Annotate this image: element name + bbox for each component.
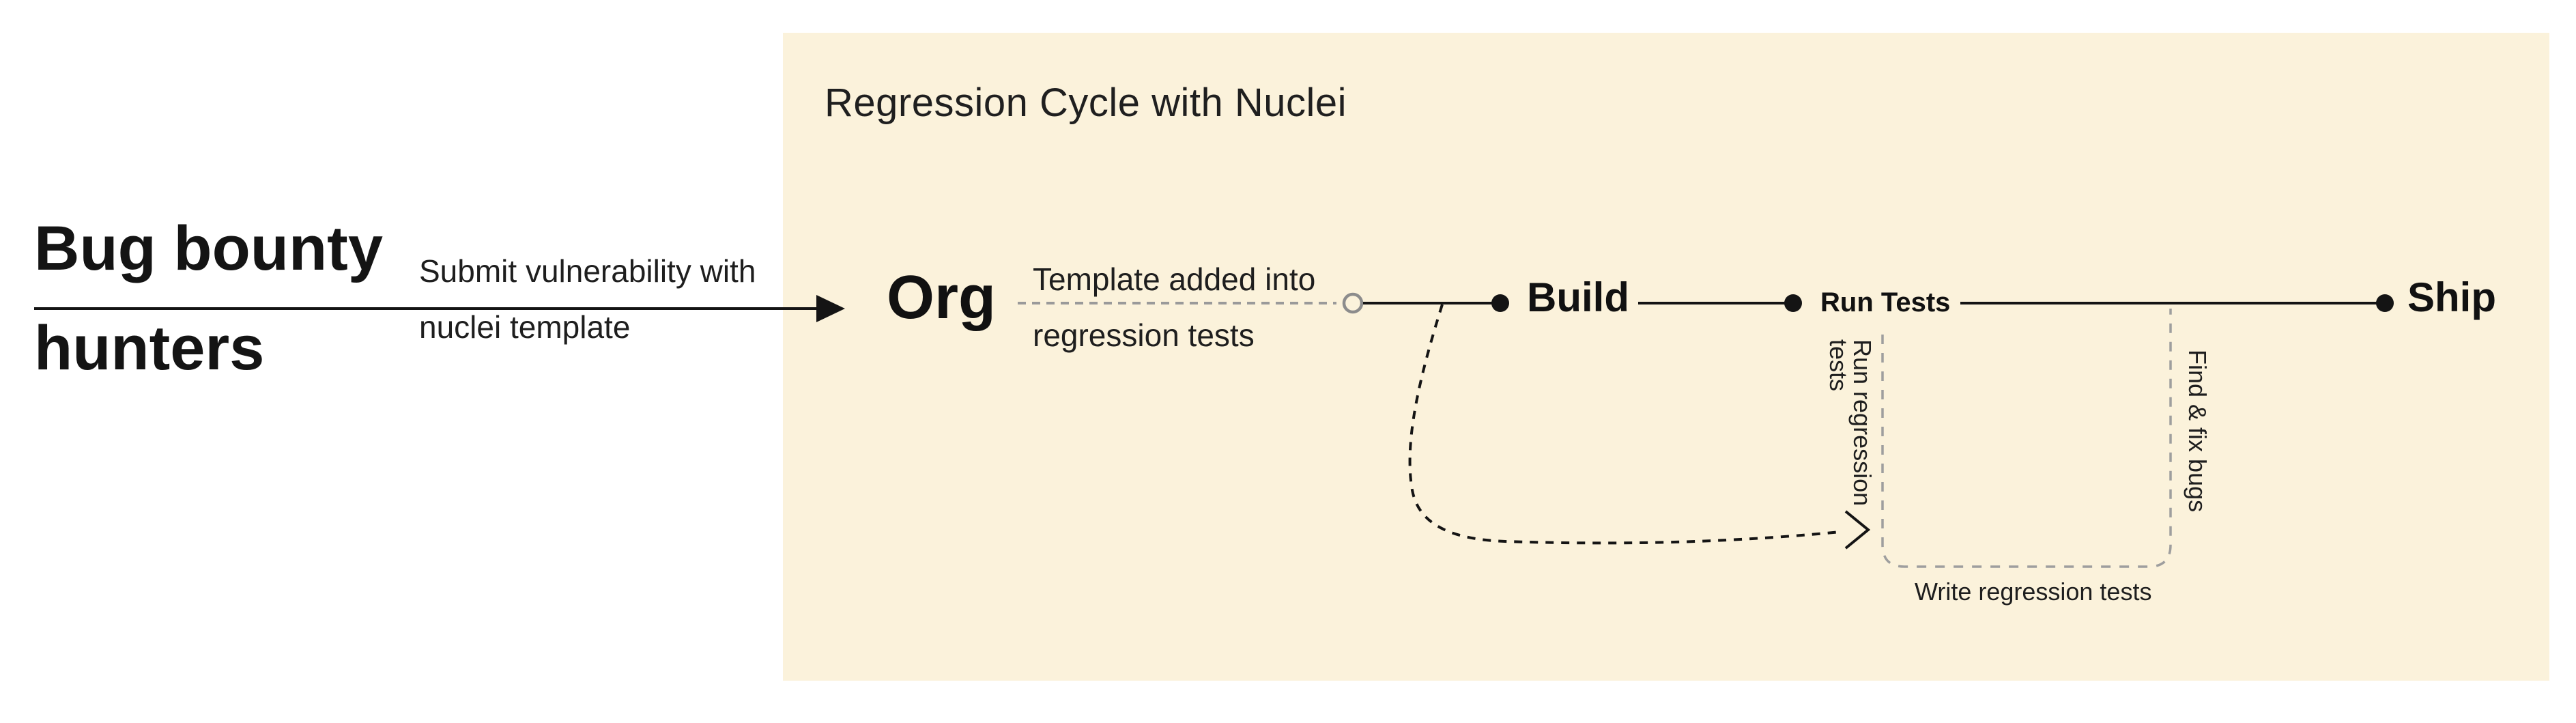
regression-cycle-panel xyxy=(783,33,2549,681)
feedback-arrowhead xyxy=(1844,510,1871,550)
node-label-ship: Ship xyxy=(2407,274,2496,320)
actor-label-line1: Bug bounty xyxy=(34,214,383,283)
run-regression-rotated-label-line1: Run regression xyxy=(1848,339,1876,507)
node-dot-ship xyxy=(2376,294,2394,312)
template-added-label-line1: Template added into xyxy=(1033,261,1316,297)
write-regression-tests-label: Write regression tests xyxy=(1915,578,2152,606)
submit-arrowhead xyxy=(816,295,845,322)
node-dot-run-tests xyxy=(1784,294,1802,312)
find-fix-bugs-rotated-label: Find & fix bugs xyxy=(2184,350,2212,513)
submit-arrow-label-line1: Submit vulnerability with xyxy=(419,253,756,289)
run-regression-rotated-label-line2: tests xyxy=(1824,339,1852,392)
run-regression-rotated-label: Run regression tests xyxy=(1824,339,1876,507)
node-dot-build xyxy=(1491,294,1509,312)
submit-arrow-label-line2: nuclei template xyxy=(419,309,631,345)
node-label-build: Build xyxy=(1527,274,1629,320)
node-label-org: Org xyxy=(887,264,997,332)
node-label-run-tests: Run Tests xyxy=(1820,287,1951,317)
panel-title: Regression Cycle with Nuclei xyxy=(825,81,1347,125)
regression-bracket xyxy=(1881,309,2172,568)
submit-arrow-label: Submit vulnerability with nuclei templat… xyxy=(419,243,756,355)
milestone-circle xyxy=(1342,292,1364,314)
template-added-label: Template added into regression tests xyxy=(1033,251,1315,363)
actor-label-line2: hunters xyxy=(34,313,265,383)
feedback-dashed-curve xyxy=(1408,304,1841,545)
template-added-label-line2: regression tests xyxy=(1033,317,1255,353)
